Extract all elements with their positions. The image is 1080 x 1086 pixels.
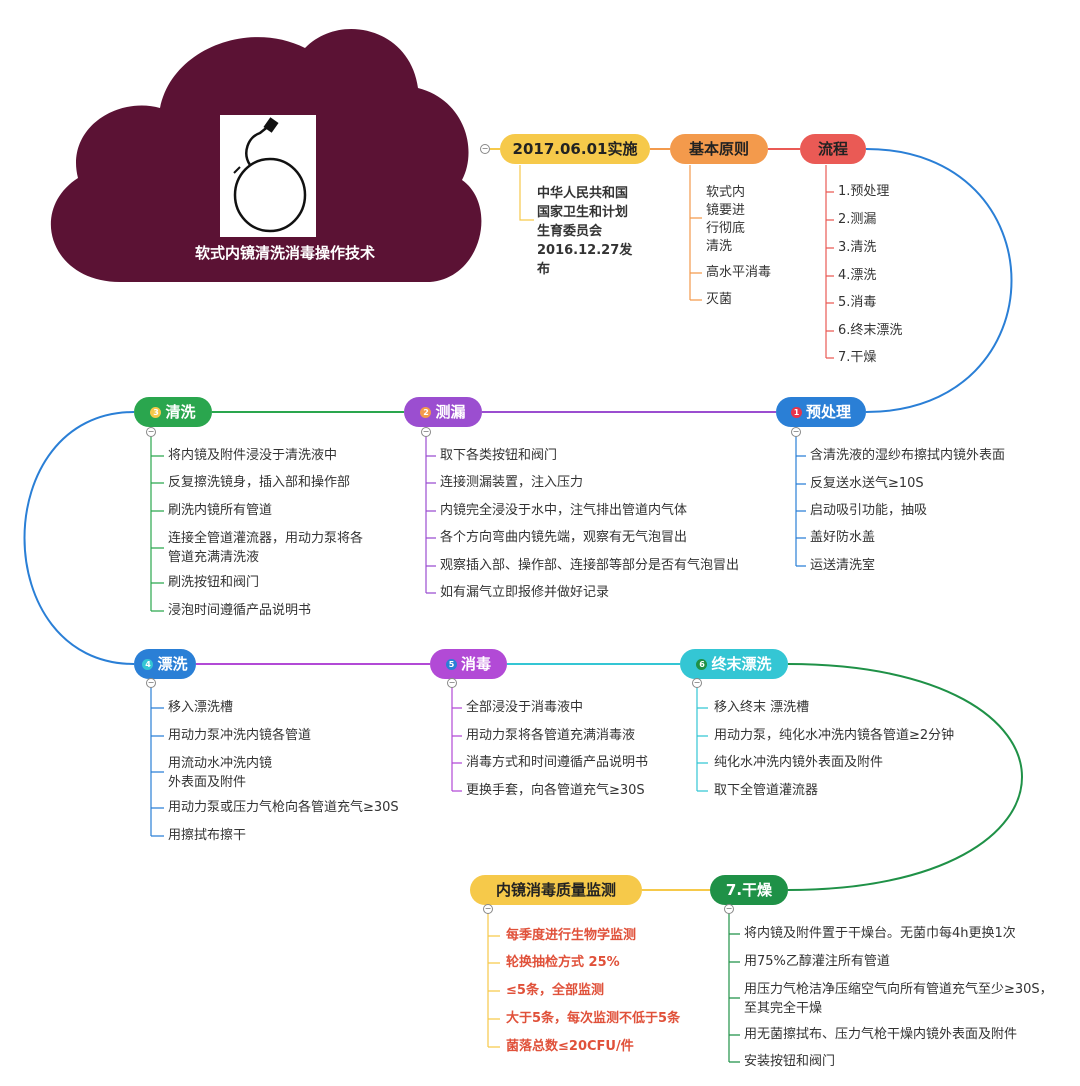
quality-item: 每季度进行生物学监测	[506, 928, 637, 943]
rinse-item: 用动力泵或压力气枪向各管道充气≥30S	[168, 800, 399, 815]
clean-item: 反复擦洗镜身，插入部和操作部	[168, 475, 351, 490]
collapse-toggle-clean[interactable]: −	[146, 427, 156, 437]
clean-item: 将内镜及附件浸没于清洗液中	[168, 448, 338, 463]
disinfect-item: 全部浸没于消毒液中	[466, 700, 584, 715]
rinse-item: 用动力泵冲洗内镜各管道	[168, 728, 312, 743]
dry-item: 用压力气枪洁净压缩空气向所有管道充气至少≥30S， 至其完全干燥	[744, 982, 1053, 1016]
dry-item: 将内镜及附件置于干燥台。无菌巾每4h更换1次	[744, 926, 1016, 941]
collapse-toggle-disinfect[interactable]: −	[447, 678, 457, 688]
rinse-item: 移入漂洗槽	[168, 700, 234, 715]
node-date[interactable]: 2017.06.01实施	[500, 134, 650, 164]
flow-item: 2.测漏	[838, 212, 877, 227]
preprocess-item: 反复送水送气≥10S	[810, 476, 924, 491]
disinfect-item: 消毒方式和时间遵循产品说明书	[466, 755, 649, 770]
node-quality-monitoring[interactable]: 内镜消毒质量监测	[470, 875, 642, 905]
final-rinse-item: 移入终末 漂洗槽	[714, 700, 810, 715]
dry-item: 用75%乙醇灌注所有管道	[744, 954, 890, 969]
preprocess-item: 运送清洗室	[810, 558, 876, 573]
leak-item: 如有漏气立即报修并做好记录	[440, 585, 610, 600]
flow-item: 4.漂洗	[838, 268, 877, 283]
flow-item: 7.干燥	[838, 350, 877, 365]
collapse-toggle-quality[interactable]: −	[483, 904, 493, 914]
collapse-toggle-dry[interactable]: −	[724, 904, 734, 914]
quality-item: 菌落总数≤20CFU/件	[506, 1039, 634, 1054]
dry-item: 安装按钮和阀门	[744, 1054, 836, 1069]
leak-item: 观察插入部、操作部、连接部等部分是否有气泡冒出	[440, 558, 740, 573]
node-principle[interactable]: 基本原则	[670, 134, 768, 164]
flow-item: 5.消毒	[838, 295, 877, 310]
rinse-item: 用流动水冲洗内镜 外表面及附件	[168, 756, 273, 790]
principle-item: 高水平消毒	[706, 265, 772, 280]
clean-item: 刷洗内镜所有管道	[168, 503, 273, 518]
flow-item: 1.预处理	[838, 184, 890, 199]
quality-item: 轮换抽检方式 25%	[506, 955, 620, 970]
dry-item: 用无菌擦拭布、压力气枪干燥内镜外表面及附件	[744, 1027, 1018, 1042]
date-detail: 中华人民共和国 国家卫生和计划 生育委员会 2016.12.27发 布	[537, 186, 633, 277]
leak-item: 取下各类按钮和阀门	[440, 448, 558, 463]
node-flow[interactable]: 流程	[800, 134, 866, 164]
disinfect-item: 用动力泵将各管道充满消毒液	[466, 728, 636, 743]
clean-item: 刷洗按钮和阀门	[168, 575, 260, 590]
flow-item: 3.清洗	[838, 240, 877, 255]
clean-item: 连接全管道灌流器，用动力泵将各 管道充满清洗液	[168, 531, 364, 565]
final-rinse-item: 取下全管道灌流器	[714, 783, 819, 798]
collapse-toggle-leak[interactable]: −	[421, 427, 431, 437]
leak-item: 连接测漏装置，注入压力	[440, 475, 584, 490]
principle-item: 灭菌	[706, 292, 733, 307]
preprocess-item: 含清洗液的湿纱布擦拭内镜外表面	[810, 448, 1006, 463]
leak-item: 各个方向弯曲内镜先端，观察有无气泡冒出	[440, 530, 688, 545]
collapse-toggle-root[interactable]: −	[480, 144, 490, 154]
preprocess-item: 启动吸引功能，抽吸	[810, 503, 928, 518]
quality-item: ≤5条，全部监测	[506, 983, 604, 998]
rinse-item: 用擦拭布擦干	[168, 828, 247, 843]
principle-item: 软式内 镜要进 行彻底 清洗	[706, 185, 746, 254]
disinfect-item: 更换手套，向各管道充气≥30S	[466, 783, 645, 798]
endoscope-image	[220, 115, 316, 237]
preprocess-item: 盖好防水盖	[810, 530, 876, 545]
node-dry[interactable]: 7.干燥	[710, 875, 788, 905]
final-rinse-item: 用动力泵，纯化水冲洗内镜各管道≥2分钟	[714, 728, 955, 743]
collapse-toggle-final[interactable]: −	[692, 678, 702, 688]
collapse-toggle-rinse[interactable]: −	[146, 678, 156, 688]
collapse-toggle-preprocess[interactable]: −	[791, 427, 801, 437]
clean-item: 浸泡时间遵循产品说明书	[168, 603, 312, 618]
leak-item: 内镜完全浸没于水中，注气排出管道内气体	[440, 503, 688, 518]
root-title: 软式内镜清洗消毒操作技术	[194, 244, 375, 262]
quality-item: 大于5条，每次监测不低于5条	[506, 1011, 681, 1026]
final-rinse-item: 纯化水冲洗内镜外表面及附件	[714, 755, 884, 770]
flow-item: 6.终末漂洗	[838, 323, 903, 338]
